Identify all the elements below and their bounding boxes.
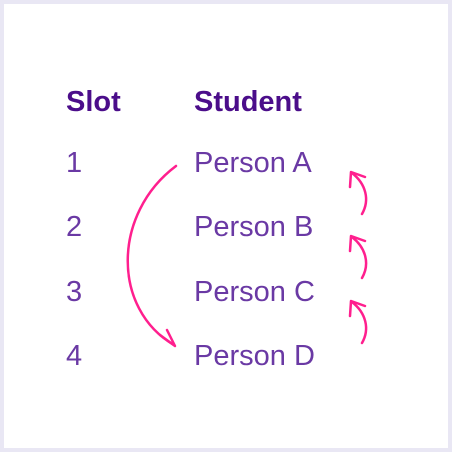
student-person-c: Person C (194, 276, 315, 308)
slot-3: 3 (66, 276, 83, 308)
slot-column-header: Slot (66, 86, 121, 118)
student-column-header: Student (194, 86, 302, 118)
arrow-person-c-to-person-b (348, 234, 368, 280)
slot-1: 1 (66, 147, 83, 179)
rotation-arrows (126, 164, 368, 348)
student-person-a: Person A (194, 147, 312, 179)
slot-2: 2 (66, 211, 83, 243)
arrow-person-b-to-person-a (348, 170, 368, 216)
arrow-person-a-to-person-d (126, 164, 178, 348)
slot-4: 4 (66, 340, 83, 372)
student-person-d: Person D (194, 340, 315, 372)
student-person-b: Person B (194, 211, 314, 243)
slot-assignment-card: Slot Student 1 Person A 2 Person B 3 Per… (4, 4, 448, 448)
arrow-person-d-to-person-c (348, 299, 368, 345)
